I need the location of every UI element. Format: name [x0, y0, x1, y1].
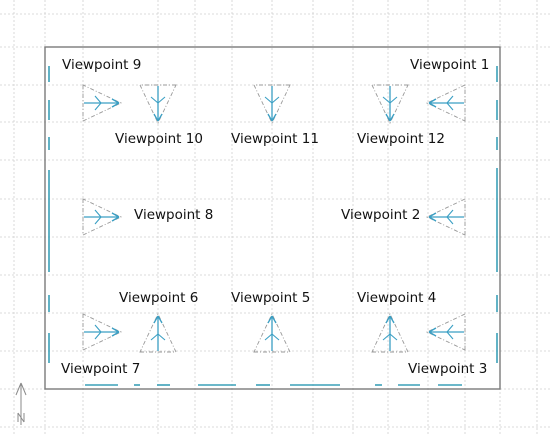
view-direction-arrowhead [428, 212, 437, 222]
camera-mark [94, 209, 102, 225]
viewpoint-8-label: Viewpoint 8 [134, 207, 214, 223]
view-direction-arrowhead [385, 113, 395, 122]
view-direction-arrowhead [153, 315, 163, 324]
field-of-view [139, 84, 177, 125]
field-of-view [253, 84, 291, 125]
field-of-view [425, 198, 466, 236]
camera-mark [264, 96, 280, 104]
view-direction-arrowhead [111, 98, 120, 108]
viewpoint-9-label: Viewpoint 9 [62, 57, 142, 73]
viewpoint-markers [82, 84, 466, 353]
viewpoint-10-label: Viewpoint 10 [115, 131, 203, 147]
view-direction-arrowhead [428, 327, 437, 337]
view-direction-arrowhead [153, 113, 163, 122]
viewpoint-10-marker [139, 84, 177, 125]
field-of-view [82, 84, 123, 122]
camera-mark [382, 333, 398, 341]
viewpoint-5-label: Viewpoint 5 [231, 290, 311, 306]
window-segments [48, 66, 498, 386]
viewpoint-11-marker [253, 84, 291, 125]
field-of-view [253, 312, 291, 353]
camera-mark [264, 333, 280, 341]
field-of-view [139, 312, 177, 353]
viewpoint-6-marker [139, 312, 177, 353]
field-of-view [82, 198, 123, 236]
camera-mark [446, 209, 454, 225]
viewpoint-2-label: Viewpoint 2 [341, 207, 421, 223]
field-of-view [425, 84, 466, 122]
viewpoint-4-marker [371, 312, 409, 353]
camera-mark [382, 96, 398, 104]
viewpoint-2-marker [425, 198, 466, 236]
viewpoint-1-marker [425, 84, 466, 122]
viewpoint-7-label: Viewpoint 7 [61, 361, 141, 377]
viewpoint-7-marker [82, 313, 123, 351]
view-direction-arrowhead [385, 315, 395, 324]
camera-mark [94, 95, 102, 111]
viewpoint-12-marker [371, 84, 409, 125]
viewpoint-12-label: Viewpoint 12 [357, 131, 445, 147]
viewpoint-11-label: Viewpoint 11 [231, 131, 319, 147]
north-arrow-icon [15, 382, 27, 425]
viewpoint-4-label: Viewpoint 4 [357, 290, 437, 306]
view-direction-arrowhead [428, 98, 437, 108]
camera-mark [94, 324, 102, 340]
viewpoint-6-label: Viewpoint 6 [119, 290, 199, 306]
room-outline [44, 46, 501, 390]
camera-mark [446, 324, 454, 340]
viewpoint-9-marker [82, 84, 123, 122]
view-direction-arrowhead [267, 113, 277, 122]
field-of-view [371, 84, 409, 125]
field-of-view [371, 312, 409, 353]
view-direction-arrowhead [111, 327, 120, 337]
viewpoint-8-marker [82, 198, 123, 236]
camera-mark [150, 96, 166, 104]
view-direction-arrowhead [267, 315, 277, 324]
viewpoint-1-label: Viewpoint 1 [410, 57, 490, 73]
viewpoint-3-label: Viewpoint 3 [408, 361, 488, 377]
camera-mark [446, 95, 454, 111]
viewpoint-5-marker [253, 312, 291, 353]
camera-mark [150, 333, 166, 341]
field-of-view [425, 313, 466, 351]
viewpoint-3-marker [425, 313, 466, 351]
field-of-view [82, 313, 123, 351]
view-direction-arrowhead [111, 212, 120, 222]
